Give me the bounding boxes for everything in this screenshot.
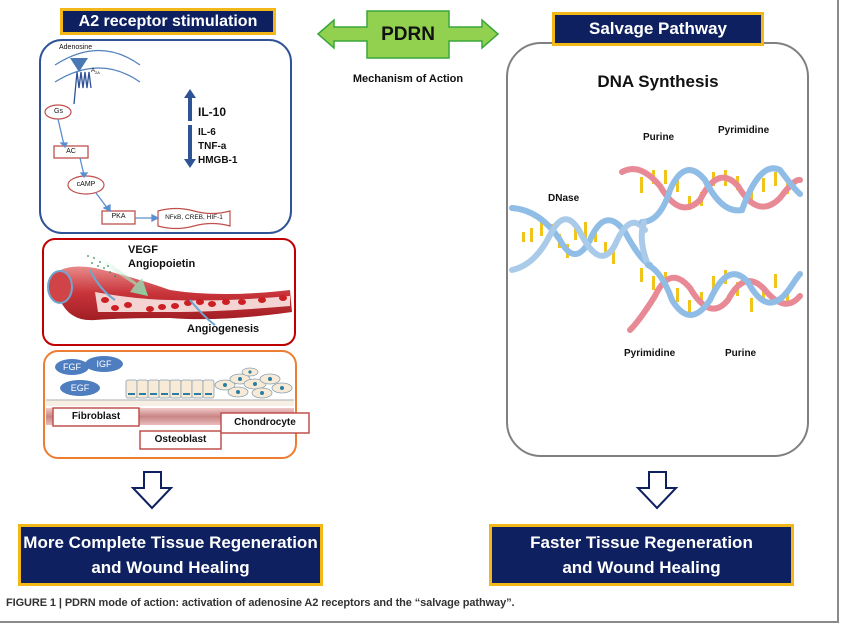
salvage-pathway-title: Salvage Pathway (552, 12, 764, 46)
figure-frame-bottom (0, 621, 839, 623)
transcription-targets-label: NFκB, CREB, HIF-1 (165, 214, 223, 221)
igf-factor (85, 356, 123, 372)
adenosine-ligand-icon (70, 58, 88, 72)
purine-top-label: Purine (643, 132, 675, 143)
figure-caption: FIGURE 1 | PDRN mode of action: activati… (6, 597, 515, 609)
tissue-top-layer (46, 400, 294, 406)
a2a-receptor-icon (73, 71, 92, 105)
purine-bottom-label: Purine (725, 348, 757, 359)
dna-helix-illustration (509, 165, 803, 333)
egf-factor (60, 380, 100, 396)
osteoblast-label: Osteoblast (154, 434, 207, 445)
gs-label: Gs (54, 108, 63, 115)
figure-frame-right (837, 0, 839, 622)
cell-membrane-inner (54, 67, 141, 83)
dna-synthesis-heading: DNA Synthesis (597, 72, 719, 91)
signal-arrows (57, 118, 160, 223)
targets-node (157, 207, 231, 230)
chondrocyte-box (220, 412, 310, 434)
blood-vessel-illustration (47, 266, 292, 326)
fibroblast-label: Fibroblast (71, 411, 121, 422)
a2a-receptor-label: A2A (91, 68, 100, 76)
il10-label: IL-10 (198, 105, 227, 119)
left-result-box: More Complete Tissue Regeneration and Wo… (18, 524, 323, 586)
camp-label: cAMP (76, 181, 96, 188)
up-arrow-icon (184, 89, 196, 121)
right-down-arrow-icon (635, 471, 679, 510)
angiopoietin-label: Angiopoietin (128, 258, 196, 270)
osteoblast-box (139, 430, 222, 450)
egf-label: EGF (70, 383, 90, 393)
vegf-label: VEGF (128, 244, 158, 256)
growth-factor-arrow-icon (87, 252, 148, 296)
pyrimidine-top-label: Pyrimidine (718, 125, 770, 136)
pdrn-double-arrow-icon (316, 10, 500, 59)
pka-label: PKA (111, 213, 126, 220)
mechanism-of-action-label: Mechanism of Action (352, 73, 464, 85)
camp-node (67, 175, 105, 195)
tnfa-label: TNF-a (198, 141, 227, 152)
chondrocyte-label: Chondrocyte (234, 417, 296, 428)
epithelial-cells (125, 379, 215, 399)
right-result-line-2: and Wound Healing (562, 558, 721, 577)
fgf-label: FGF (63, 362, 81, 372)
salvage-panel (506, 42, 809, 457)
right-result-box: Faster Tissue Regeneration and Wound Hea… (489, 524, 794, 586)
angiogenesis-label: Angiogenesis (187, 323, 260, 335)
stromal-nuclei (223, 370, 284, 395)
pdrn-label: PDRN (381, 24, 435, 45)
dnase-label: DNase (548, 193, 580, 204)
a2-receptor-title: A2 receptor stimulation (60, 8, 276, 35)
right-result-line-1: Faster Tissue Regeneration (530, 533, 753, 552)
fibroblast-box (52, 407, 140, 427)
cell-membrane-outer (54, 49, 141, 66)
left-down-arrow-icon (130, 471, 174, 510)
adenosine-label: Adenosine (59, 44, 93, 51)
ac-node (53, 145, 89, 159)
ac-label: AC (66, 148, 76, 155)
left-result-line-2: and Wound Healing (91, 558, 250, 577)
down-arrow-icon (184, 125, 196, 168)
igf-label: IGF (96, 359, 112, 369)
il6-label: IL-6 (198, 127, 216, 138)
pyrimidine-bottom-label: Pyrimidine (624, 348, 676, 359)
left-result-line-1: More Complete Tissue Regeneration (23, 533, 318, 552)
cell-nuclei (128, 393, 212, 395)
fgf-factor (55, 359, 89, 375)
hmgb1-label: HMGB-1 (198, 155, 238, 166)
